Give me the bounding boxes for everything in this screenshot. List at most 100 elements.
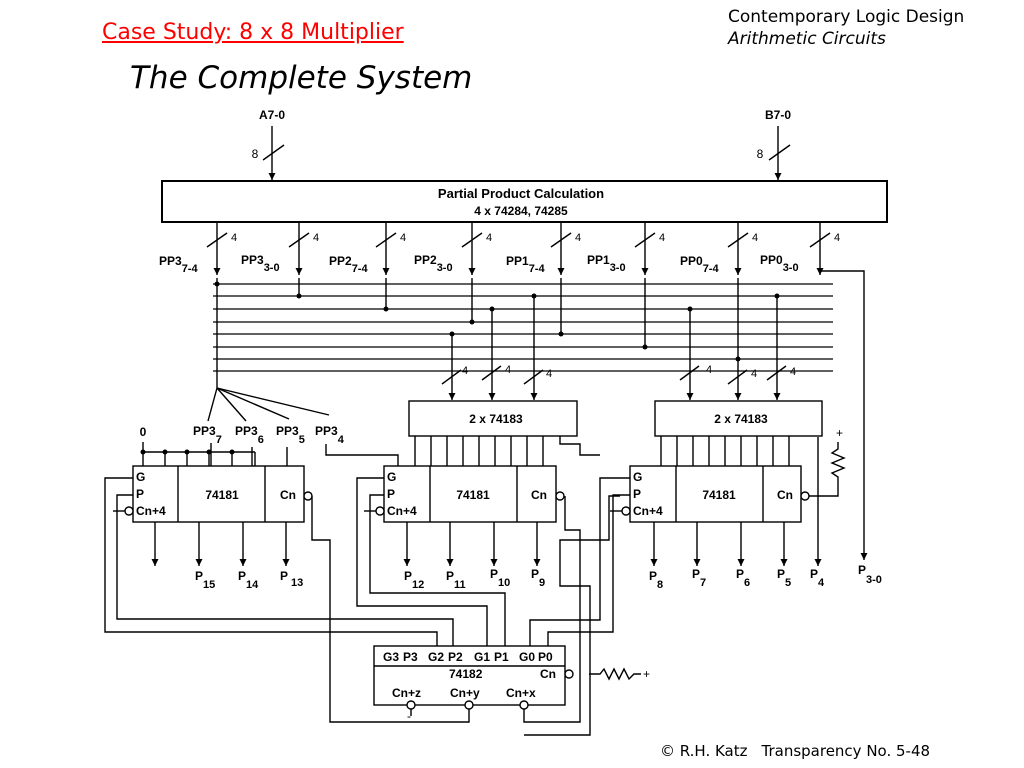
pp3-bit-label: PP37: [193, 424, 222, 446]
cla-pin-label: P2: [448, 650, 463, 664]
cla-74182: G3 P3 G2 P2 G1 P1 G0 P0 74182 Cn Cn+z Cn…: [373, 645, 574, 710]
alu-cn-pin: Cn: [280, 488, 296, 502]
alu-p-pin: P: [387, 487, 395, 501]
cla-name: 74182: [449, 667, 483, 681]
cla-pin-label: G0: [519, 650, 535, 664]
pp-label: PP37-4: [159, 254, 198, 275]
copyright: © R.H. Katz: [660, 742, 748, 760]
zero-input-label: 0: [140, 425, 147, 439]
input-a-width: 8: [252, 147, 259, 161]
adder-74183-left: 2 x 74183: [408, 400, 600, 466]
product-bit-label: P8: [649, 569, 663, 591]
product-bit-label: P12: [404, 569, 424, 591]
product-bit-label: P10: [490, 567, 510, 589]
pp-bus-width: 4: [659, 232, 665, 244]
partial-product-outputs: 4 PP37-4 4 PP33-0 4 PP27-4 4 PP23-0: [159, 222, 840, 275]
product-bit-label: P3-0: [858, 563, 882, 586]
transparency-number: Transparency No. 5-48: [761, 742, 931, 760]
case-study-title: Case Study: 8 x 8 Multiplier: [102, 20, 404, 45]
input-a-label: A7-0: [259, 108, 285, 122]
carry-lookahead-wiring: + -: [104, 477, 650, 736]
chapter-title: Arithmetic Circuits: [728, 29, 886, 49]
input-b-width: 8: [757, 147, 764, 161]
adder-74183-label: 2 x 74183: [714, 412, 768, 426]
adder-bus-width: 4: [751, 368, 757, 380]
cla-carry-out: Cn+z: [392, 686, 421, 700]
adder-74183-label: 2 x 74183: [469, 412, 523, 426]
pp3-bit-label: PP34: [315, 424, 345, 446]
supply-plus: +: [836, 426, 843, 440]
pp-bus-width: 4: [400, 232, 406, 244]
product-bit-label: P6: [736, 567, 750, 589]
product-bit-label: P7: [692, 567, 706, 589]
cla-pin-label: P1: [494, 650, 509, 664]
pp-output: 4 PP23-0: [414, 222, 492, 275]
alu-cn-pin: Cn: [777, 488, 793, 502]
input-a: A7-0 8: [252, 108, 285, 180]
adder-bus-width: 4: [462, 365, 468, 377]
cla-pin-label: G3: [383, 650, 399, 664]
alu-74181-middle: G P Cn+4 74181 Cn: [364, 465, 565, 566]
alu-74181-right: G P Cn+4 74181 Cn: [610, 437, 822, 566]
partial-product-block: Partial Product Calculation 4 x 74284, 7…: [161, 180, 888, 223]
pp-label: PP17-4: [506, 254, 545, 275]
adder-74183-right: 2 x 74183: [654, 400, 823, 466]
product-bit-label: P11: [446, 569, 466, 591]
cla-pin-label: G2: [428, 650, 444, 664]
alu-g-pin: G: [136, 470, 145, 484]
pp-output: 4 PP37-4: [159, 222, 237, 275]
cla-cnz-ground: -: [407, 709, 411, 723]
cla-carry-out: Cn+x: [506, 686, 536, 700]
alu-cn-pin: Cn: [531, 488, 547, 502]
pp-bus-width: 4: [313, 232, 319, 244]
pp-label: PP33-0: [241, 253, 280, 274]
alu-cn4-pin: Cn+4: [633, 504, 663, 518]
adder-bus-width: 4: [706, 364, 712, 376]
product-bit-label: P9: [531, 567, 545, 589]
pp-bus-width: 4: [752, 232, 758, 244]
pp-label: PP27-4: [329, 254, 368, 275]
cla-pin-label: P0: [538, 650, 553, 664]
pull-up-resistor: +: [809, 426, 846, 497]
pp-output: 4 PP07-4: [680, 222, 758, 275]
product-bit-label: P14: [238, 569, 259, 591]
alu-name: 74181: [205, 488, 239, 502]
adder-bus-width: 4: [505, 364, 511, 376]
input-b-bus-slash: [768, 144, 791, 161]
cla-cn-pin: Cn: [540, 667, 556, 681]
adder-bus-width: 4: [790, 366, 796, 378]
partial-product-subtitle: 4 x 74284, 74285: [474, 204, 568, 218]
alu-cn4-pin: Cn+4: [387, 504, 417, 518]
pp-label: PP03-0: [760, 253, 799, 274]
alu-p-pin: P: [633, 487, 641, 501]
alu-cn4-pin: Cn+4: [136, 504, 166, 518]
product-bit-label: P15: [195, 569, 215, 591]
left-alu-inputs: 0 PP37 PP36 PP35 PP34: [140, 387, 399, 466]
pp-bus-taps: [214, 270, 868, 560]
alu-name: 74181: [702, 488, 736, 502]
alu-p-pin: P: [136, 487, 144, 501]
pp3-bit-label: PP36: [235, 424, 264, 446]
pp-bus-width: 4: [575, 232, 581, 244]
input-b: B7-0 8: [757, 108, 791, 180]
cla-pin-label: G1: [474, 650, 490, 664]
cla-pin-label: P3: [403, 650, 418, 664]
pp-bus-lines: [213, 283, 833, 372]
alu-g-pin: G: [387, 470, 396, 484]
page-title: The Complete System: [130, 60, 473, 96]
cla-supply-plus: +: [643, 667, 650, 681]
product-bit-label: P5: [777, 567, 791, 589]
partial-product-title: Partial Product Calculation: [438, 186, 604, 201]
input-b-label: B7-0: [765, 108, 791, 122]
pp-output: 4 PP17-4: [506, 222, 581, 275]
pp-label: PP07-4: [680, 254, 719, 275]
cla-carry-out: Cn+y: [450, 686, 480, 700]
alu-name: 74181: [456, 488, 490, 502]
product-bit-label: P4: [810, 567, 825, 589]
pp-output: 4 PP33-0: [241, 222, 319, 275]
pp-label: PP23-0: [414, 253, 453, 274]
